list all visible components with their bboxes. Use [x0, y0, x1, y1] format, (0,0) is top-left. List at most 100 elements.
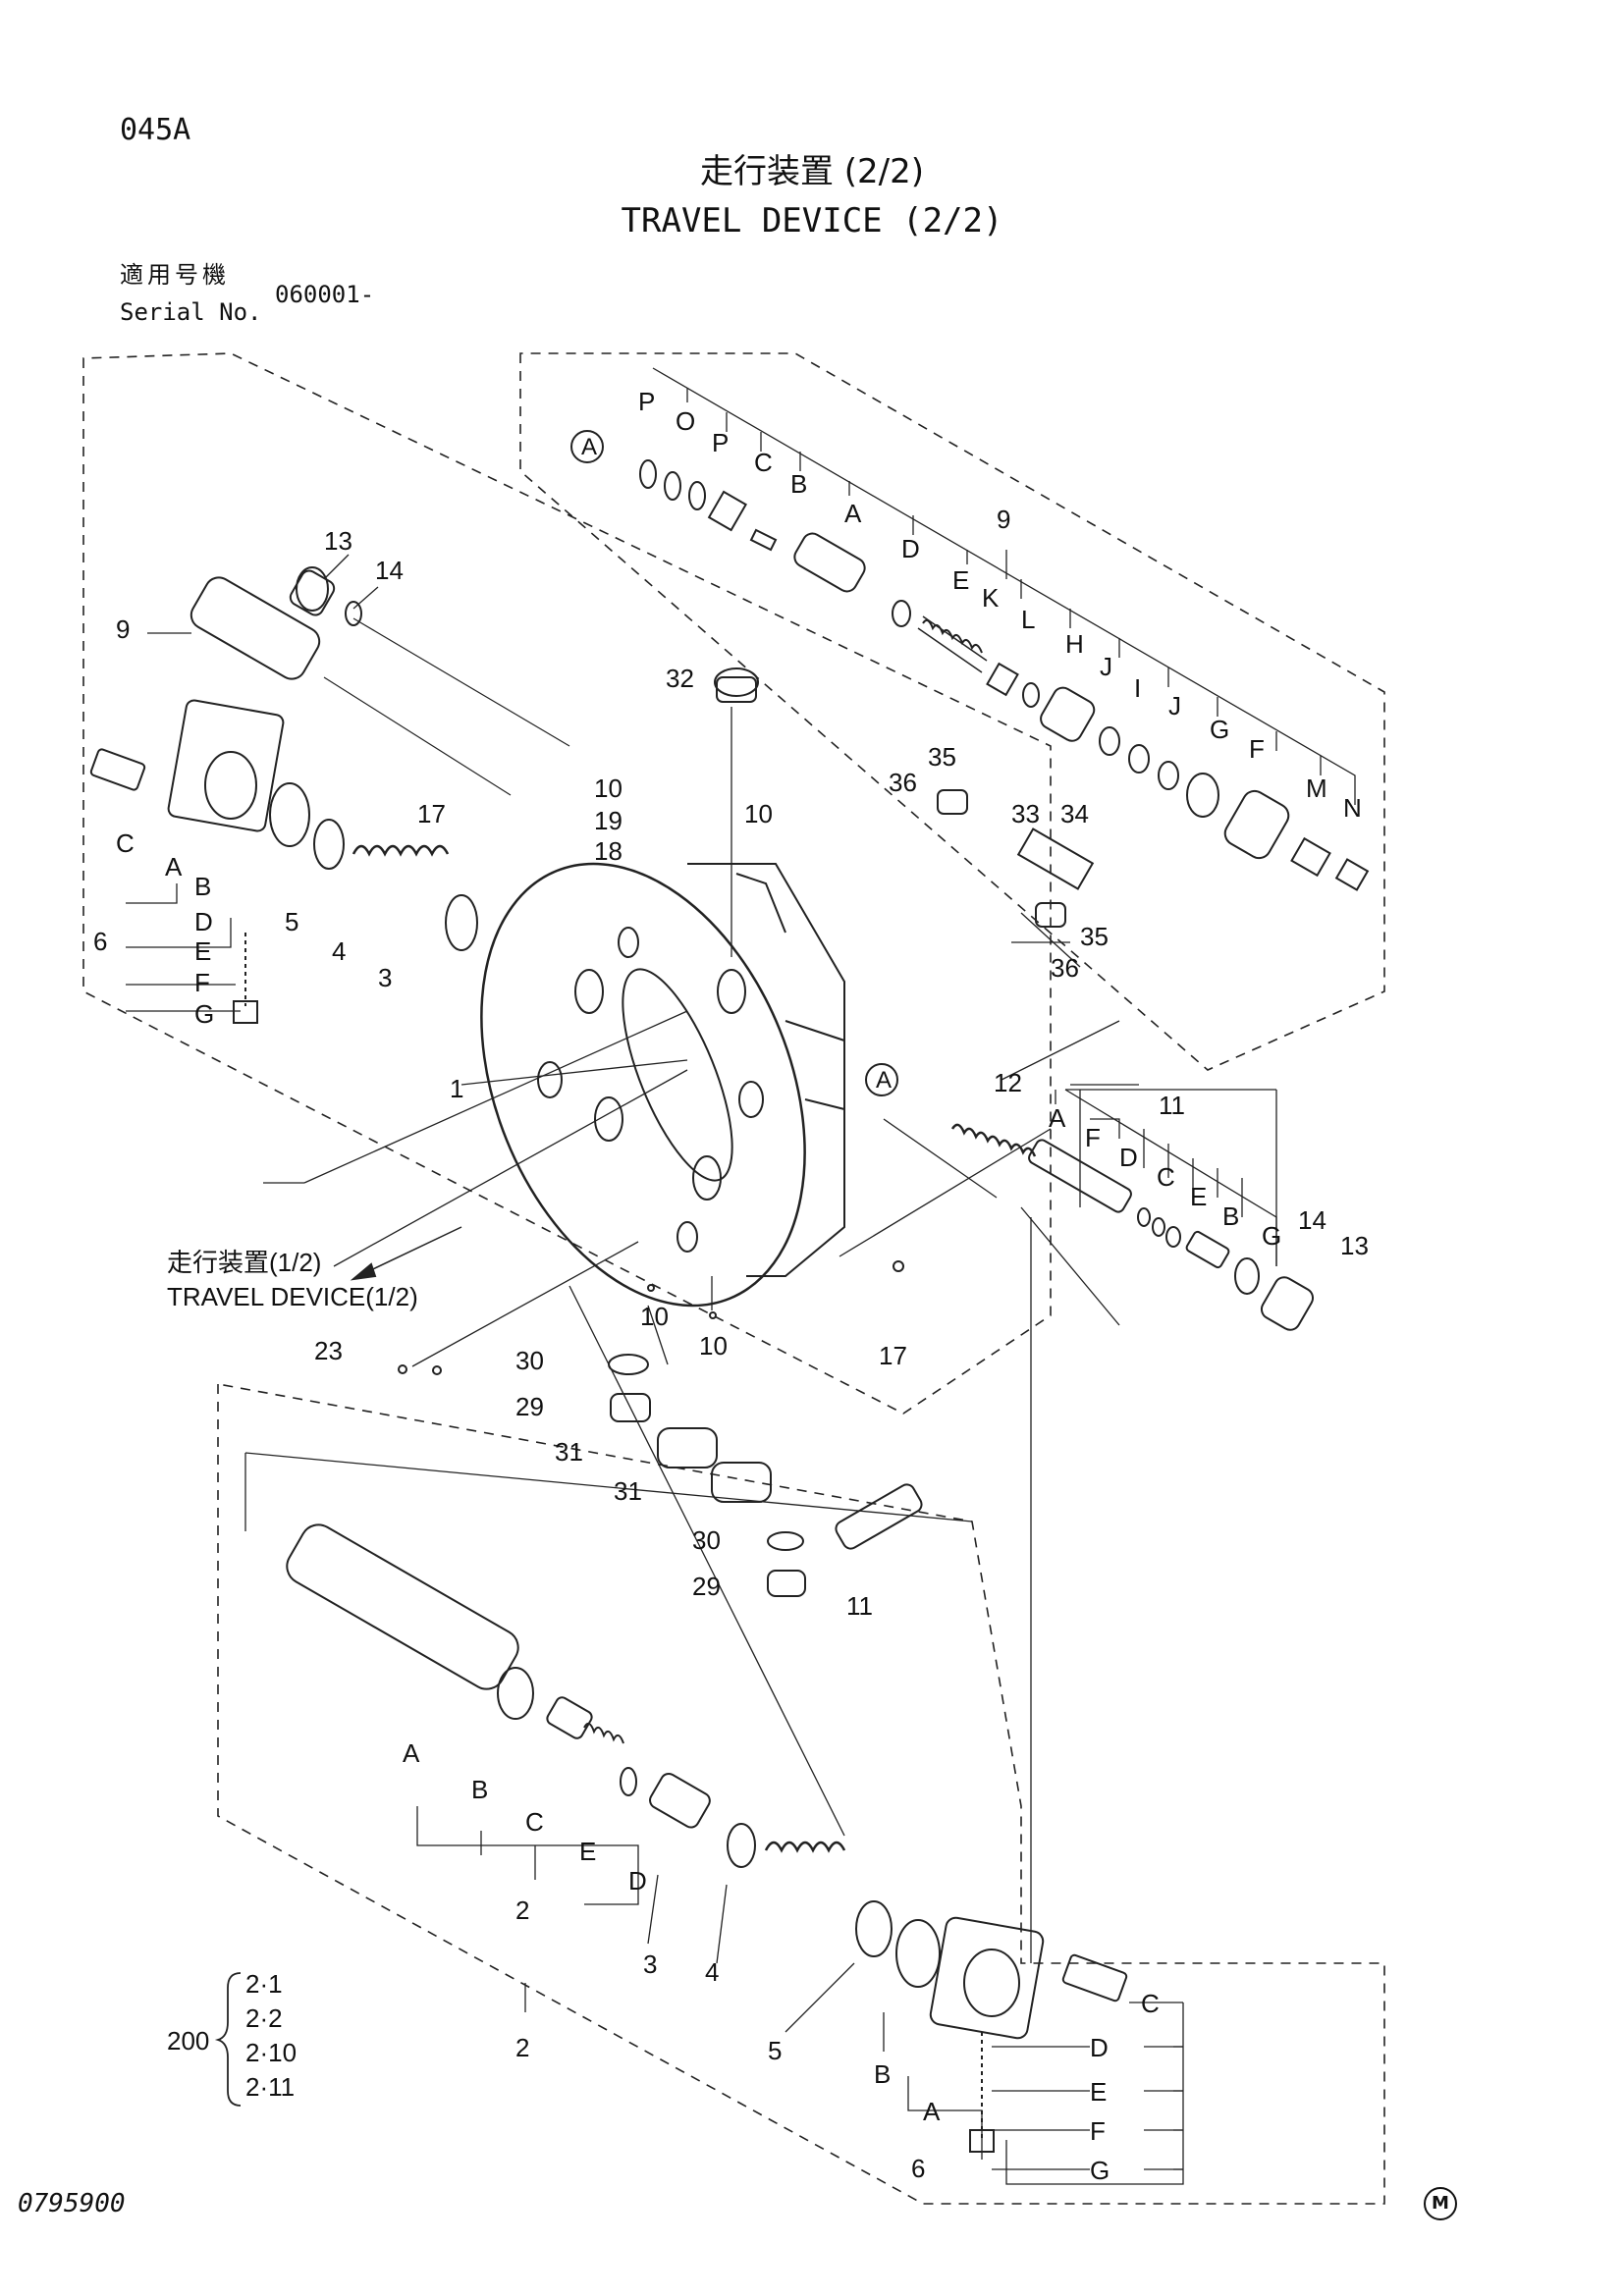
part-label: 3: [378, 963, 392, 992]
part-label: F: [1085, 1123, 1101, 1152]
part-label: 10: [699, 1331, 728, 1361]
part-label: G: [1262, 1221, 1281, 1251]
part-label: G: [194, 999, 214, 1029]
part-label: 14: [375, 556, 404, 585]
part-label: B: [790, 469, 807, 499]
part-label: C: [116, 828, 135, 858]
part-label: 10: [594, 774, 623, 803]
part-label: 17: [417, 799, 446, 828]
part-label: D: [901, 534, 920, 563]
serial-label-jp: 適用号機: [120, 261, 230, 289]
part-label: 13: [324, 526, 352, 556]
part-label: 5: [285, 907, 298, 936]
reference-link-en: TRAVEL DEVICE(1/2): [167, 1282, 418, 1311]
page-title-en: TRAVEL DEVICE (2/2): [621, 201, 1003, 240]
part-label: M: [1306, 774, 1327, 803]
part-label: 10: [744, 799, 773, 828]
part-label: H: [1065, 629, 1084, 659]
flange-cover-left: [167, 699, 285, 832]
reference-link-jp: 走行装置(1/2): [167, 1248, 321, 1277]
part-label: 14: [1298, 1205, 1326, 1235]
part-label: 29: [692, 1572, 721, 1601]
part-label: 6: [911, 2154, 925, 2183]
group-outline-main: [82, 352, 1052, 1415]
part-label: B: [471, 1775, 488, 1804]
applicability-item: 2·2: [245, 2003, 283, 2033]
part-label: D: [1090, 2033, 1109, 2062]
valve-2-parts: [286, 1523, 1128, 2153]
part-label: J: [1100, 652, 1112, 681]
part-label: F: [1249, 734, 1265, 764]
part-label: C: [754, 448, 773, 477]
part-label: E: [1090, 2077, 1107, 2107]
part-label: P: [712, 428, 729, 457]
part-label: 2: [515, 1896, 529, 1925]
part-label: P: [638, 387, 655, 416]
plug-29a: [610, 1393, 651, 1422]
part-label: F: [1090, 2116, 1106, 2146]
plug-29b: [767, 1570, 806, 1597]
part-label: A: [403, 1738, 420, 1768]
valve-9-parts: [639, 459, 1370, 891]
part-label: 36: [889, 768, 917, 797]
part-label: 9: [116, 614, 130, 644]
part-label: G: [1210, 715, 1229, 744]
part-label: 4: [705, 1957, 719, 1987]
valve-block: [687, 863, 845, 1277]
part-label: 10: [640, 1302, 669, 1331]
applicability-item: 2·1: [245, 1969, 283, 1999]
serial-value: 060001-: [275, 281, 375, 308]
part-label: N: [1343, 793, 1362, 823]
part-label: 30: [515, 1346, 544, 1375]
part-label: 23: [314, 1336, 343, 1365]
part-label: 13: [1340, 1231, 1369, 1260]
part-label: E: [194, 936, 211, 966]
part-label: A: [1049, 1103, 1066, 1133]
part-label: 6: [93, 927, 107, 956]
part-label: A: [844, 499, 862, 528]
part-label: 3: [643, 1949, 657, 1979]
valve-11-parts: [950, 1123, 1315, 1331]
mark-letter: M: [1432, 2193, 1449, 2214]
plug-31b: [711, 1462, 772, 1503]
part-label: E: [952, 565, 969, 595]
group-outline-valve-2: [217, 1383, 1385, 2205]
part-label: D: [628, 1866, 647, 1896]
part-label: O: [676, 406, 695, 436]
part-label: K: [982, 583, 1000, 613]
part-label: D: [194, 907, 213, 936]
part-label: D: [1119, 1143, 1138, 1172]
page-code: 045A: [120, 113, 191, 147]
part-label: 35: [928, 742, 956, 772]
cap-32: [714, 667, 759, 697]
part-label: A: [165, 852, 183, 881]
part-label: G: [1090, 2156, 1110, 2185]
part-label: C: [1141, 1989, 1160, 2018]
part-label: 11: [1159, 1091, 1185, 1120]
part-label: 33: [1011, 799, 1040, 828]
part-label: 11: [846, 1591, 873, 1621]
plate-33: [1016, 828, 1095, 890]
part-label: 35: [1080, 922, 1109, 951]
part-label: B: [194, 872, 211, 901]
part-label: B: [1222, 1201, 1239, 1231]
part-label: 36: [1051, 953, 1079, 983]
page-title-jp: 走行装置 (2/2): [699, 152, 925, 191]
part-label: E: [579, 1837, 596, 1866]
part-label: L: [1021, 605, 1035, 634]
part-label: 4: [332, 936, 346, 966]
part-label: F: [194, 968, 210, 997]
plug-31a: [657, 1427, 718, 1468]
part-label: 2: [515, 2033, 529, 2062]
part-label: B: [874, 2059, 891, 2089]
part-label: 32: [666, 664, 694, 693]
part-label: 1: [450, 1074, 463, 1103]
applicability-brace: [214, 1972, 242, 2107]
valve-9-assembly: [189, 566, 512, 796]
part-label: 18: [594, 836, 623, 866]
part-label: 5: [768, 2036, 782, 2065]
part-label: 34: [1060, 799, 1089, 828]
applicability-prefix: 200: [167, 2026, 209, 2056]
part-label: 9: [997, 505, 1010, 534]
document-number: 0795900: [18, 2189, 126, 2218]
